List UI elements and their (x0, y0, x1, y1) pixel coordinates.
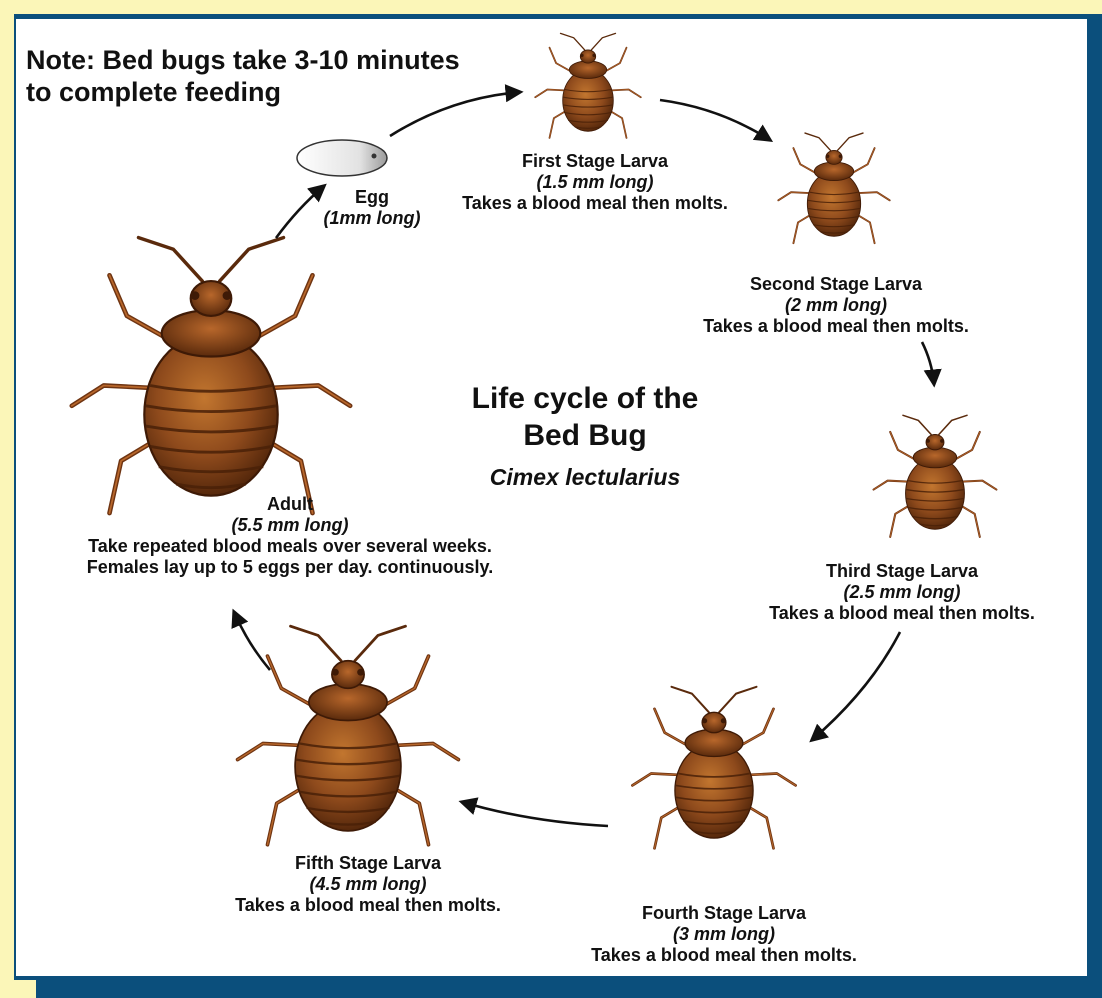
adult-size: (5.5 mm long) (20, 515, 560, 536)
third-stage-size: (2.5 mm long) (732, 582, 1072, 603)
arrow-third-to-fourth (812, 632, 900, 740)
first-stage-desc: Takes a blood meal then molts. (425, 193, 765, 214)
fifth-stage-larva-illustration (238, 626, 459, 845)
fourth-stage-larva-illustration (632, 687, 795, 849)
second-stage-desc: Takes a blood meal then molts. (666, 316, 1006, 337)
adult-desc-line2: Females lay up to 5 eggs per day. contin… (20, 557, 560, 578)
title-line2: Bed Bug (420, 417, 750, 454)
feeding-note-line1: Note: Bed bugs take 3-10 minutes (26, 44, 546, 76)
fifth-stage-label: Fifth Stage Larva (4.5 mm long) Takes a … (198, 853, 538, 916)
arrow-fourth-to-fifth (462, 802, 608, 826)
second-stage-name: Second Stage Larva (666, 274, 1006, 295)
third-stage-label: Third Stage Larva (2.5 mm long) Takes a … (732, 561, 1072, 624)
egg-size: (1mm long) (312, 208, 432, 229)
third-stage-desc: Takes a blood meal then molts. (732, 603, 1072, 624)
fourth-stage-size: (3 mm long) (554, 924, 894, 945)
fifth-stage-name: Fifth Stage Larva (198, 853, 538, 874)
arrow-first-to-second (660, 100, 770, 140)
fifth-stage-size: (4.5 mm long) (198, 874, 538, 895)
first-stage-name: First Stage Larva (425, 151, 765, 172)
fourth-stage-name: Fourth Stage Larva (554, 903, 894, 924)
second-stage-size: (2 mm long) (666, 295, 1006, 316)
first-stage-label: First Stage Larva (1.5 mm long) Takes a … (425, 151, 765, 214)
second-stage-label: Second Stage Larva (2 mm long) Takes a b… (666, 274, 1006, 337)
egg-label: Egg (1mm long) (312, 187, 432, 229)
adult-label: Adult (5.5 mm long) Take repeated blood … (20, 494, 560, 578)
adult-desc-line1: Take repeated blood meals over several w… (20, 536, 560, 557)
adult-illustration (72, 238, 350, 514)
fourth-stage-desc: Takes a blood meal then molts. (554, 945, 894, 966)
fifth-stage-desc: Takes a blood meal then molts. (198, 895, 538, 916)
egg-name: Egg (312, 187, 432, 208)
arrow-second-to-third (922, 342, 934, 384)
third-stage-name: Third Stage Larva (732, 561, 1072, 582)
arrow-fifth-to-adult (234, 612, 270, 670)
second-stage-larva-illustration (778, 133, 889, 243)
feeding-note-line2: to complete feeding (26, 76, 546, 108)
diagram-title: Life cycle of the Bed Bug Cimex lectular… (420, 380, 750, 492)
fourth-stage-label: Fourth Stage Larva (3 mm long) Takes a b… (554, 903, 894, 966)
first-stage-larva-illustration (535, 33, 641, 138)
adult-name: Adult (20, 494, 560, 515)
egg-illustration (297, 140, 387, 176)
third-stage-larva-illustration (874, 415, 997, 537)
title-line1: Life cycle of the (420, 380, 750, 417)
feeding-note: Note: Bed bugs take 3-10 minutes to comp… (26, 44, 546, 108)
species-name: Cimex lectularius (420, 462, 750, 492)
first-stage-size: (1.5 mm long) (425, 172, 765, 193)
